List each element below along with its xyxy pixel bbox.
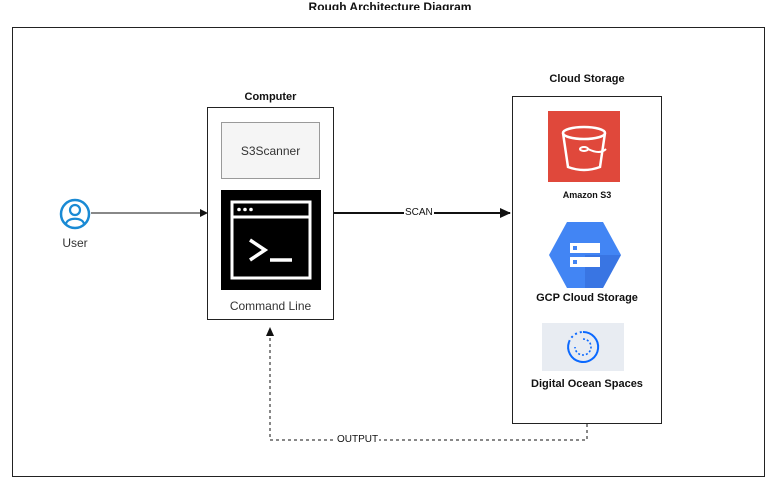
- amazon-s3-label: Amazon S3: [562, 190, 612, 200]
- cloud-storage-title: Cloud Storage: [549, 73, 625, 85]
- gcp-storage-icon: [549, 222, 621, 288]
- scan-edge-label: SCAN: [404, 207, 434, 218]
- s3scanner-label: S3Scanner: [240, 143, 301, 158]
- output-arrowhead: [266, 327, 274, 336]
- output-edge: [269, 328, 588, 441]
- s3scanner-node: S3Scanner: [221, 122, 320, 179]
- diagram-title: Rough Architecture Diagram: [308, 1, 472, 10]
- terminal-icon: [221, 190, 321, 290]
- amazon-s3-bucket-icon: [548, 111, 620, 182]
- command-line-label: Command Line: [229, 299, 312, 313]
- user-label: User: [62, 236, 88, 250]
- digital-ocean-spaces-icon: [542, 323, 624, 371]
- gcp-cloud-storage-label: GCP Cloud Storage: [536, 292, 638, 304]
- digital-ocean-spaces-label: Digital Ocean Spaces: [531, 378, 643, 390]
- output-edge-label: OUTPUT: [336, 434, 380, 445]
- computer-title: Computer: [244, 91, 297, 103]
- user-icon: [59, 198, 91, 230]
